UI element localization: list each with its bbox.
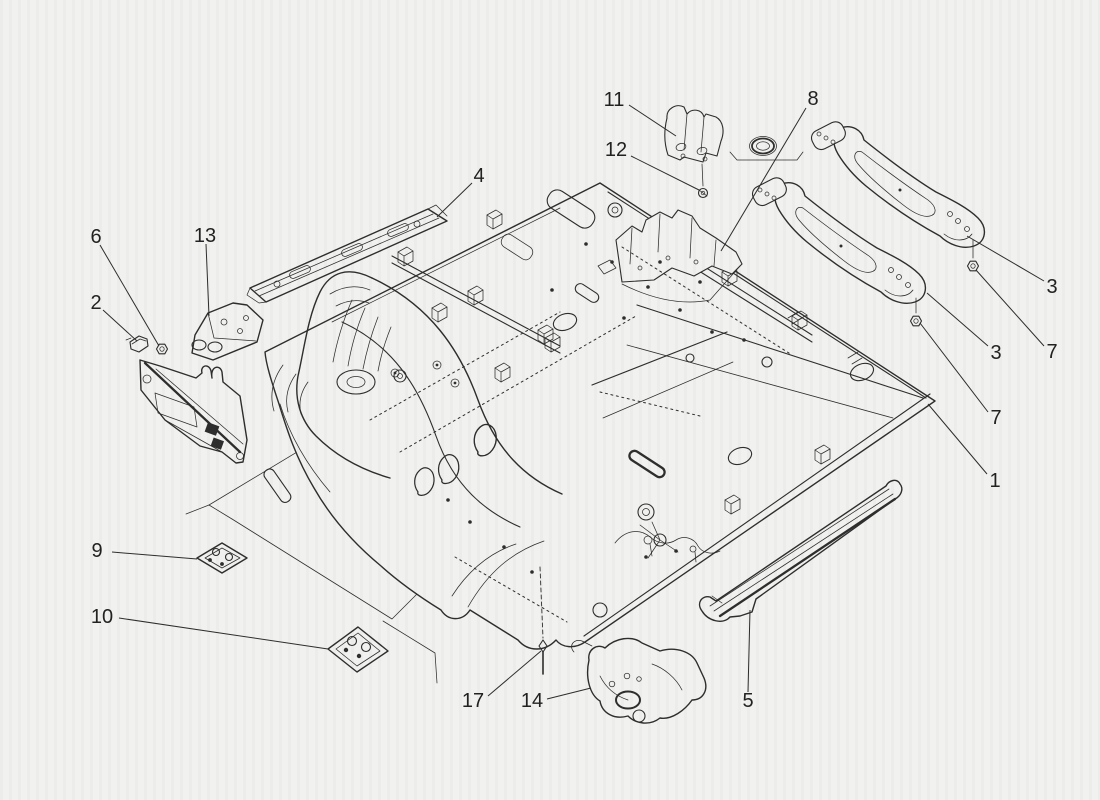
callout-5-5[interactable]: 5 [742,690,753,712]
floor-outline [264,182,936,650]
crossmember-mount-nuts[interactable] [909,239,980,327]
part-clip-2[interactable] [125,335,149,353]
weld-seams [369,246,793,623]
callout-7-8[interactable]: 7 [990,407,1001,429]
leader-line-11-12 [628,104,677,137]
leader-line-4-4 [436,182,473,218]
callout-10-11[interactable]: 10 [91,606,113,628]
part-shim-plate-9[interactable] [196,542,248,574]
part-bracket-11[interactable] [664,105,724,187]
leader-line-2-1 [102,309,138,342]
callout-12-13[interactable]: 12 [605,139,627,161]
leader-line-10-11 [118,617,329,650]
callout-4-4[interactable]: 4 [473,165,484,187]
leader-line-7-8 [919,322,989,413]
front-floor-details [263,369,721,618]
rear-bulkhead [597,209,743,303]
leader-line-3-2 [966,235,1045,282]
leader-line-14-15 [546,687,592,700]
leader-line-5-5 [747,609,751,693]
main-floor-assembly [263,182,936,650]
right-floor-strip [591,331,831,559]
callout-14-15[interactable]: 14 [521,690,543,712]
leader-line-1-0 [927,403,988,475]
callout-2-1[interactable]: 2 [90,292,101,314]
callout-3-3[interactable]: 3 [990,342,1001,364]
part-bolt-12[interactable] [697,187,709,199]
leader-line-12-13 [630,155,700,191]
leader-line-9-10 [111,551,198,560]
part-bracket-14[interactable] [571,637,707,724]
leader-line-7-7 [975,269,1045,347]
part-pin-17[interactable] [538,566,548,675]
callout-13-14[interactable]: 13 [194,225,216,247]
cowl [271,271,392,493]
part-grommet-8[interactable] [729,136,804,161]
callout-6-6[interactable]: 6 [90,226,101,248]
part-sill-rail-4[interactable] [246,204,448,304]
leader-line-13-14 [205,243,210,317]
leader-line-3-3 [926,292,989,347]
leader-line-17-16 [487,650,542,697]
callout-3-2[interactable]: 3 [1046,276,1057,298]
part-pillar-panel-2[interactable] [139,359,248,464]
tunnel [341,277,563,608]
part-shim-plate-10[interactable] [327,626,389,673]
leader-line-6-6 [99,244,160,347]
callout-11-12[interactable]: 11 [604,89,625,111]
callout-17-16[interactable]: 17 [462,690,484,712]
callout-7-7[interactable]: 7 [1046,341,1057,363]
part-nut-6[interactable] [155,343,169,355]
callout-1-0[interactable]: 1 [989,470,1000,492]
part-sill-rail-5[interactable] [698,479,903,622]
leader-line-8-9 [720,107,807,252]
deck-details [390,189,875,388]
callout-9-10[interactable]: 9 [91,540,102,562]
part-bracket-13[interactable] [191,302,264,361]
callout-8-9[interactable]: 8 [807,88,818,110]
